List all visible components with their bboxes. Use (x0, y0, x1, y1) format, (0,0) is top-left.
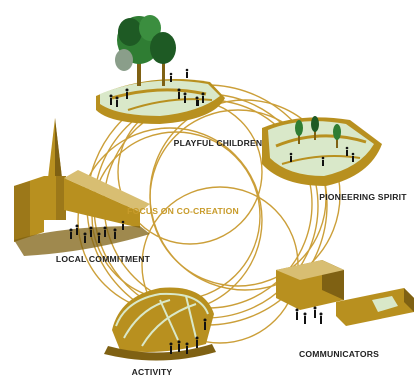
path-stripe (111, 88, 207, 100)
node-label-local-commitment: LOCAL COMMITMENT (56, 254, 151, 264)
dome-roof (112, 287, 214, 352)
tree-icon (115, 15, 161, 86)
orbit-ring (149, 109, 327, 287)
node-label-communicators: COMMUNICATORS (299, 349, 379, 359)
tree-icon (311, 116, 319, 140)
platform-top (268, 121, 374, 176)
people-figures (169, 318, 207, 354)
playful-children-cluster (96, 15, 225, 124)
activity-cluster (104, 287, 216, 361)
people-figures (295, 306, 323, 324)
tree-icon (295, 120, 303, 144)
center-label: FOCUS ON CO-CREATION (127, 206, 239, 216)
path-stripe (275, 134, 367, 148)
platform (104, 344, 216, 361)
people-figures (109, 68, 205, 107)
people-figures (289, 146, 355, 166)
platform-top (100, 80, 220, 116)
node-label-playful-children: PLAYFUL CHILDREN (174, 138, 263, 148)
tree-icon (333, 124, 341, 148)
building-block (372, 296, 398, 312)
people-figures (69, 220, 125, 243)
church-nave (64, 178, 140, 228)
local-commitment-cluster (14, 118, 150, 256)
communicators-cluster (276, 260, 414, 326)
node-label-activity: ACTIVITY (132, 367, 173, 377)
tree-icon (150, 32, 176, 86)
pioneering-spirit-cluster (262, 116, 382, 186)
orbit-ring (141, 186, 299, 344)
node-label-pioneering-spirit: PIONEERING SPIRIT (319, 192, 407, 202)
church-roof (64, 170, 150, 212)
building-wing (336, 288, 414, 326)
church-spire-shade (55, 118, 62, 178)
